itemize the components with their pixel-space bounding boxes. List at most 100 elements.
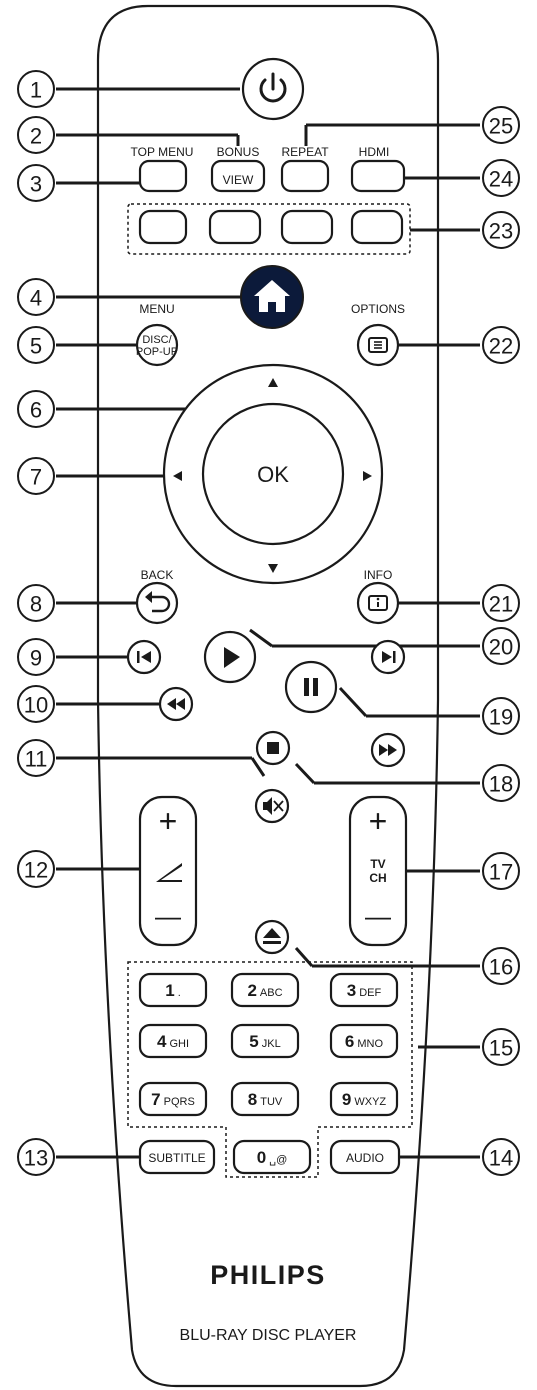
options-button[interactable]: [356, 323, 400, 367]
callout-23: 23: [482, 211, 520, 249]
volume-icon: [156, 863, 182, 882]
channel-rocker[interactable]: + TV CH —: [348, 795, 408, 947]
eject-button[interactable]: [254, 919, 290, 955]
blue-button[interactable]: [350, 209, 404, 245]
green-button[interactable]: [208, 209, 262, 245]
info-button[interactable]: [356, 581, 400, 625]
svg-text:17: 17: [489, 860, 513, 885]
volume-rocker[interactable]: + —: [138, 795, 198, 947]
yellow-button[interactable]: [280, 209, 334, 245]
callout-12: 12: [17, 850, 55, 888]
svg-text:7: 7: [30, 465, 42, 490]
home-button[interactable]: [240, 265, 304, 329]
color-buttons-group: [127, 203, 411, 255]
svg-text:8: 8: [30, 592, 42, 617]
svg-text:15: 15: [489, 1036, 513, 1061]
ch-label: CH: [369, 871, 386, 885]
key-0-button[interactable]: 0␣@: [232, 1139, 312, 1175]
svg-text:25: 25: [489, 114, 513, 139]
callout-16: 16: [482, 947, 520, 985]
play-button[interactable]: [203, 630, 257, 684]
volume-down-label: —: [155, 901, 181, 931]
rewind-button[interactable]: [158, 686, 194, 722]
svg-text:21: 21: [489, 592, 513, 617]
fast-forward-button[interactable]: [370, 732, 406, 768]
svg-text:20: 20: [489, 635, 513, 660]
nav-left-button[interactable]: [173, 471, 182, 481]
pause-button[interactable]: [284, 660, 338, 714]
leader-lines: [56, 87, 480, 1159]
svg-text:13: 13: [24, 1146, 48, 1171]
back-button[interactable]: [135, 581, 179, 625]
svg-text:9: 9: [30, 646, 42, 671]
callout-7: 7: [17, 457, 55, 495]
skip-previous-icon: [137, 651, 151, 663]
power-icon: [259, 72, 287, 103]
subtitle-button[interactable]: SUBTITLE: [138, 1139, 216, 1175]
hdmi-button[interactable]: [350, 159, 406, 193]
top-menu-button[interactable]: [138, 159, 188, 193]
callout-2: 2: [17, 116, 55, 154]
play-icon: [224, 647, 240, 668]
disc-popup-button[interactable]: DISC/ POP-UP: [135, 323, 179, 367]
ok-button[interactable]: OK: [201, 402, 345, 546]
callout-6: 6: [17, 390, 55, 428]
callout-9: 9: [17, 638, 55, 676]
home-icon: [254, 280, 290, 312]
repeat-button[interactable]: [280, 159, 330, 193]
callout-18: 18: [482, 764, 520, 802]
key-1-button[interactable]: 1.: [138, 972, 208, 1008]
callout-17: 17: [482, 852, 520, 890]
menu-label: MENU: [139, 302, 174, 316]
nav-right-button[interactable]: [363, 471, 372, 481]
bonus-label: BONUS: [217, 145, 260, 159]
previous-button[interactable]: [126, 639, 162, 675]
back-arrow-icon: [145, 591, 171, 613]
stop-icon: [267, 742, 279, 754]
skip-next-icon: [382, 651, 396, 663]
channel-up-label: +: [369, 803, 388, 839]
callout-21: 21: [482, 584, 520, 622]
tv-label: TV: [370, 857, 385, 871]
callout-13: 13: [17, 1138, 55, 1176]
callout-24: 24: [482, 159, 520, 197]
volume-up-label: +: [159, 803, 178, 839]
mute-icon: [263, 797, 284, 815]
next-button[interactable]: [370, 639, 406, 675]
red-button[interactable]: [138, 209, 188, 245]
svg-text:1: 1: [30, 78, 42, 103]
audio-button[interactable]: AUDIO: [329, 1139, 401, 1175]
svg-text:2: 2: [30, 124, 42, 149]
back-label: BACK: [141, 568, 174, 582]
nav-up-button[interactable]: [268, 378, 278, 387]
svg-text:18: 18: [489, 772, 513, 797]
hdmi-label: HDMI: [359, 145, 390, 159]
svg-text:23: 23: [489, 219, 513, 244]
bonus-view-button[interactable]: VIEW: [210, 159, 266, 193]
svg-text:11: 11: [25, 747, 48, 772]
key-0-label: 0␣@: [257, 1148, 288, 1167]
brand-logo: PHILIPS: [210, 1260, 326, 1290]
channel-down-label: —: [365, 901, 391, 931]
stop-button[interactable]: [255, 730, 291, 766]
mute-button[interactable]: [254, 788, 290, 824]
power-button[interactable]: [241, 57, 305, 121]
info-icon: [368, 595, 388, 611]
ok-label: OK: [257, 462, 289, 487]
callout-5: 5: [17, 326, 55, 364]
nav-down-button[interactable]: [268, 564, 278, 573]
